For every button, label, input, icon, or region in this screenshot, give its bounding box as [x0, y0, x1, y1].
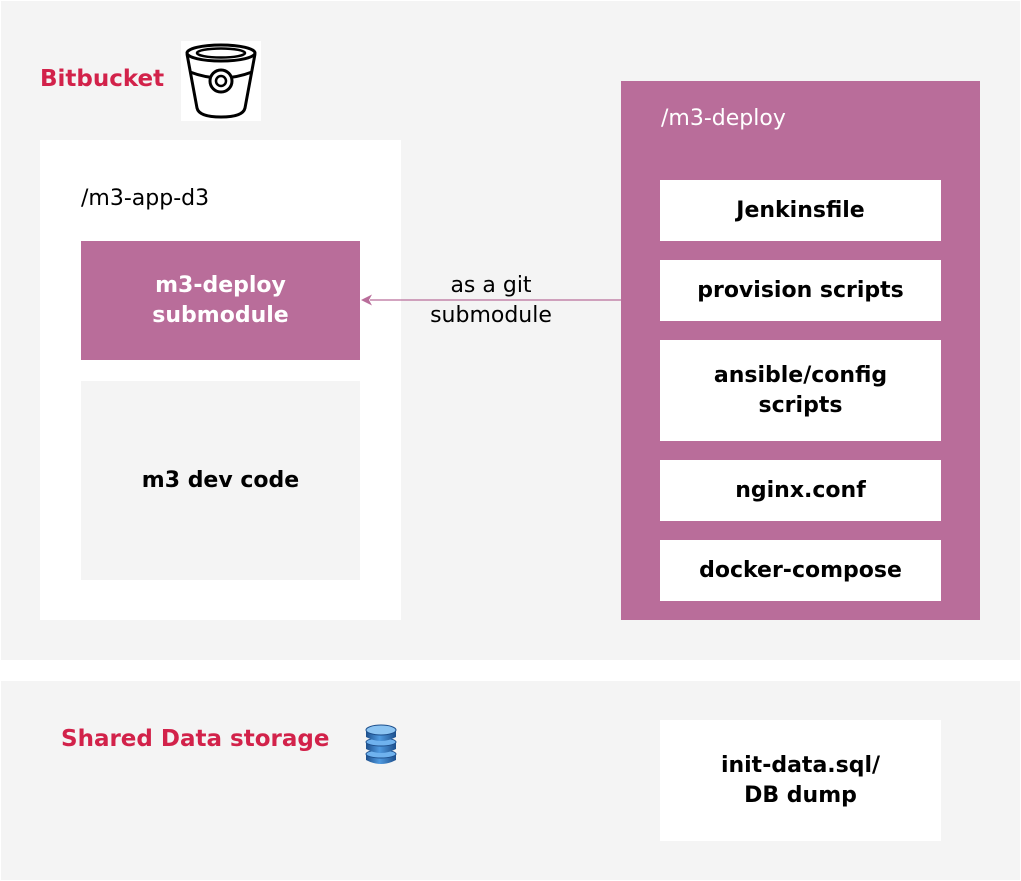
bitbucket-title: Bitbucket	[40, 66, 165, 92]
deploy-item-provision-scripts: provision scripts	[660, 260, 941, 321]
submodule-arrow	[361, 294, 622, 306]
bitbucket-bucket-icon	[181, 41, 261, 121]
app-repo-path: /m3-app-d3	[81, 186, 210, 211]
submodule-box: m3-deploy submodule	[81, 241, 360, 360]
db-dump-box: init-data.sql/ DB dump	[660, 720, 941, 841]
deploy-repo-path: /m3-deploy	[661, 106, 786, 131]
storage-title: Shared Data storage	[61, 726, 330, 752]
connector-label: as a git submodule	[430, 273, 552, 328]
database-icon	[362, 721, 400, 767]
deploy-item-jenkinsfile: Jenkinsfile	[660, 180, 941, 241]
deploy-item-nginx-conf: nginx.conf	[660, 460, 941, 521]
dev-code-box: m3 dev code	[81, 381, 360, 580]
deploy-item-ansible-config-scripts: ansible/config scripts	[660, 340, 941, 441]
deploy-item-docker-compose: docker-compose	[660, 540, 941, 601]
